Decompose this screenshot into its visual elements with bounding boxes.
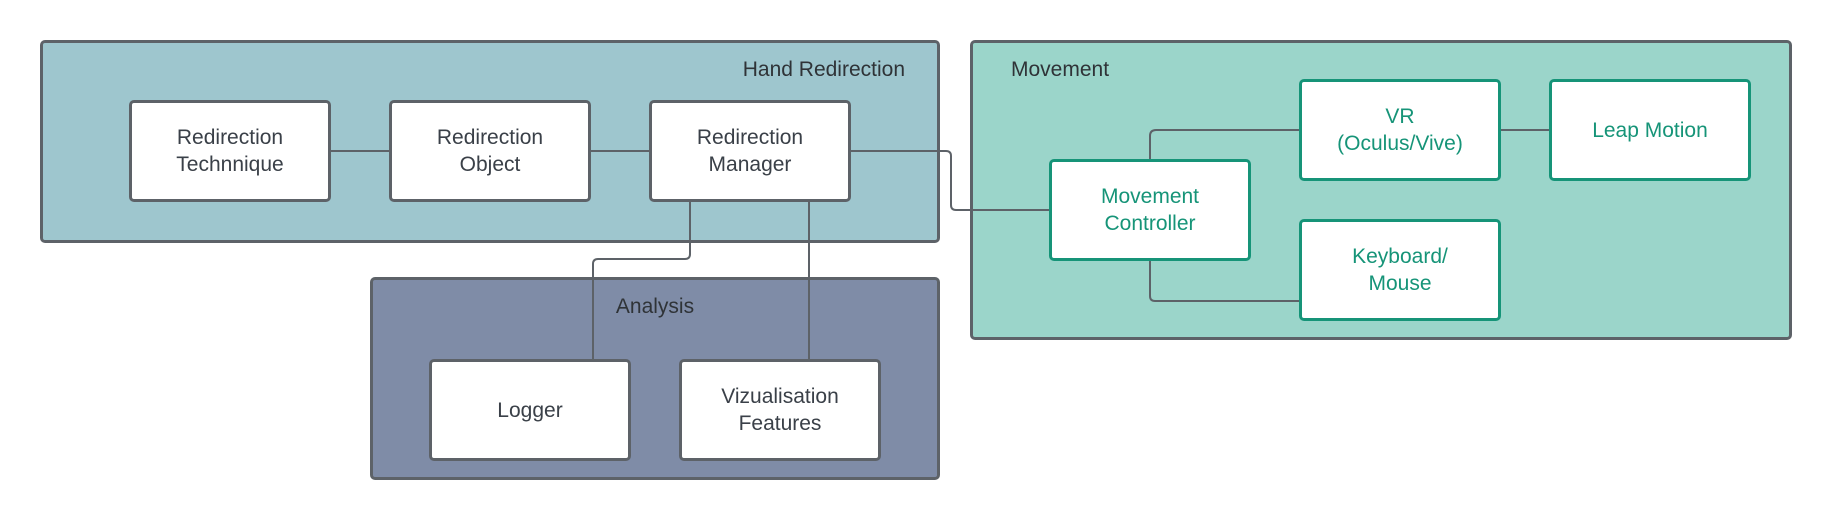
movement-title: Movement	[1011, 58, 1110, 81]
vr-node[interactable]: VR (Oculus/Vive)	[1299, 79, 1501, 181]
logger-node[interactable]: Logger	[429, 359, 631, 461]
redirection-object-node[interactable]: Redirection Object	[389, 100, 591, 202]
analysis-title: Analysis	[615, 295, 695, 318]
redirection-manager-node[interactable]: Redirection Manager	[649, 100, 851, 202]
vizualisation-features-node[interactable]: Vizualisation Features	[679, 359, 881, 461]
keyboard-mouse-node[interactable]: Keyboard/ Mouse	[1299, 219, 1501, 321]
redirection-technique-node[interactable]: Redirection Technnique	[129, 100, 331, 202]
leap-motion-node[interactable]: Leap Motion	[1549, 79, 1751, 181]
movement-controller-node[interactable]: Movement Controller	[1049, 159, 1251, 261]
hand-redirection-title: Hand Redirection	[742, 58, 905, 81]
